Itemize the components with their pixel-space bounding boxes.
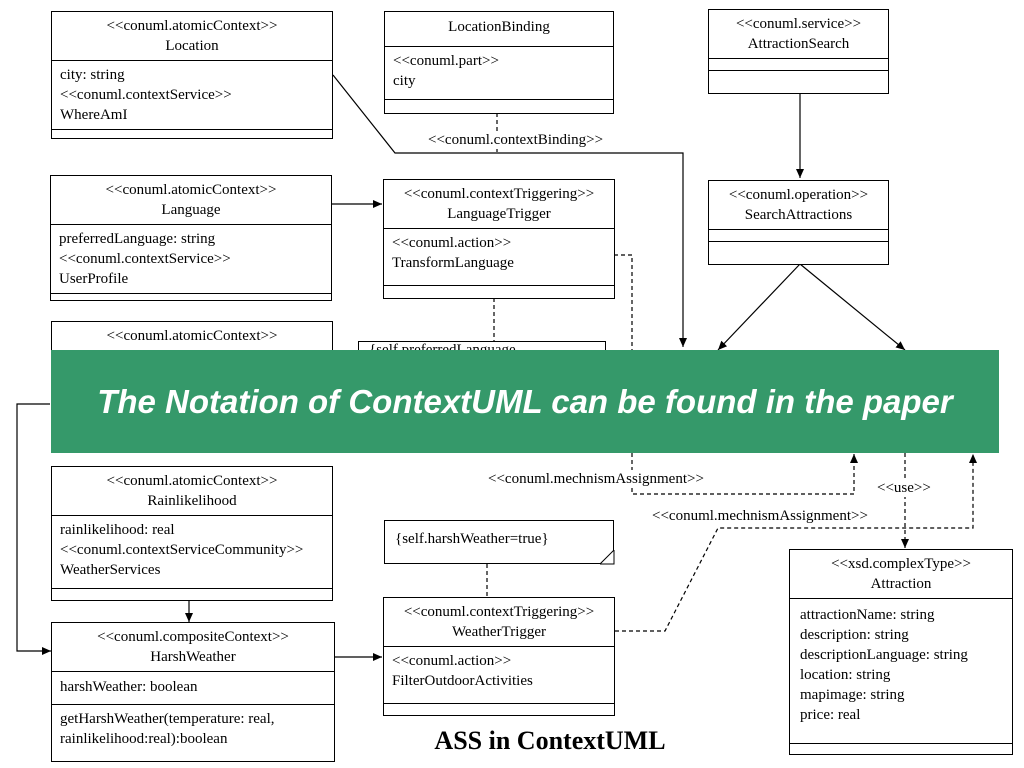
language-attr: <<conuml.contextService>> <box>59 251 231 267</box>
language-name: Language <box>161 202 221 218</box>
language-attr: preferredLanguage: string <box>59 231 216 247</box>
location-binding-name: LocationBinding <box>448 19 550 35</box>
attraction-attr: price: real <box>800 707 861 723</box>
attraction-attr: attractionName: string <box>800 607 935 623</box>
location-attr: <<conuml.contextService>> <box>60 87 232 103</box>
attraction-attr: mapimage: string <box>800 687 905 703</box>
harsh-weather-stereotype: <<conuml.compositeContext>> <box>97 629 289 645</box>
harsh-weather-attr: harshWeather: boolean <box>60 679 198 695</box>
mech-assign-1-connector <box>631 453 858 495</box>
language-trigger-class: <<conuml.contextTriggering>> LanguageTrig… <box>383 179 615 299</box>
search-attractions-stereotype: <<conuml.operation>> <box>728 187 869 203</box>
language-trigger-attr: <<conuml.action>> <box>392 235 512 251</box>
mechanism-assignment-label: <<conuml.mechnismAssignment>> <box>487 470 705 488</box>
location-stereotype: <<conuml.atomicContext>> <box>106 18 278 34</box>
rainlikelihood-class: <<conuml.atomicContext>> Rainlikelihood r… <box>51 466 333 601</box>
mechanism-assignment-label: <<conuml.mechnismAssignment>> <box>651 507 869 525</box>
harsh-note-text: {self.harshWeather=true} <box>395 531 549 547</box>
operation-right-arrow <box>799 263 906 351</box>
language-trigger-dashed <box>614 254 633 350</box>
attraction-search-class: <<conuml.service>> AttractionSearch <box>708 9 889 94</box>
harsh-weather-name: HarshWeather <box>150 649 236 665</box>
harsh-weather-constraint-note: {self.harshWeather=true} <box>384 520 614 564</box>
weather-trigger-stereotype: <<conuml.contextTriggering>> <box>403 604 595 620</box>
harsh-weather-op: getHarshWeather(temperature: real, <box>60 711 275 727</box>
weather-trigger-attr: FilterOutdoorActivities <box>392 673 533 689</box>
location-binding-attr: city <box>393 73 416 89</box>
location-attr: WhereAmI <box>60 107 128 123</box>
location-binding-class: LocationBinding <<conuml.part>> city <box>384 11 614 114</box>
language-trigger-attr: TransformLanguage <box>392 255 514 271</box>
attraction-class: <<xsd.complexType>> Attraction attraction… <box>789 549 1013 755</box>
harsh-weather-op: rainlikelihood:real):boolean <box>60 731 228 747</box>
location-binding-connector <box>332 74 687 347</box>
harsh-weather-class: <<conuml.compositeContext>>HarshWeather … <box>51 622 335 762</box>
rainlikelihood-attr: <<conuml.contextServiceCommunity>> <box>60 542 304 558</box>
operation-left-arrow <box>717 263 801 351</box>
attraction-attr: descriptionLanguage: string <box>800 647 968 663</box>
location-class: <<conuml.atomicContext>> Location city: s… <box>51 11 333 139</box>
attraction-search-stereotype: <<conuml.service>> <box>735 16 862 32</box>
rainlikelihood-attr: rainlikelihood: real <box>60 522 175 538</box>
location-name: Location <box>165 38 219 54</box>
language-class: <<conuml.atomicContext>> Language preferr… <box>50 175 332 301</box>
language-trigger-name: LanguageTrigger <box>447 206 551 222</box>
location-binding-attr: <<conuml.part>> <box>393 53 499 69</box>
search-attractions-name: SearchAttractions <box>744 207 853 223</box>
context-left-connector <box>16 403 51 655</box>
rainlikelihood-stereotype: <<conuml.atomicContext>> <box>106 473 278 489</box>
context-binding-label: <<conuml.contextBinding>> <box>427 131 605 149</box>
location-attr: city: string <box>60 67 125 83</box>
language-attr: UserProfile <box>59 271 129 287</box>
attraction-search-name: AttractionSearch <box>747 36 850 52</box>
rainlikelihood-name: Rainlikelihood <box>147 493 237 509</box>
language-stereotype: <<conuml.atomicContext>> <box>105 182 277 198</box>
language-trigger-stereotype: <<conuml.contextTriggering>> <box>403 186 595 202</box>
weather-trigger-class: <<conuml.contextTriggering>> WeatherTrigg… <box>383 597 615 716</box>
note-fold-icon <box>600 550 615 565</box>
banner-text: The Notation of ContextUML can be found … <box>97 382 953 420</box>
attraction-attr: location: string <box>800 667 891 683</box>
hidden-context-stereotype: <<conuml.atomicContext>> <box>106 328 278 344</box>
rainlikelihood-attr: WeatherServices <box>60 562 161 578</box>
weather-trigger-name: WeatherTrigger <box>451 624 547 640</box>
weather-trigger-attr: <<conuml.action>> <box>392 653 512 669</box>
attraction-stereotype: <<xsd.complexType>> <box>831 556 971 572</box>
use-label: <<use>> <box>876 479 932 497</box>
slide-title: ASS in ContextUML <box>434 726 666 755</box>
attraction-name: Attraction <box>870 576 932 592</box>
attraction-attr: description: string <box>800 627 909 643</box>
search-attractions-operation: <<conuml.operation>> SearchAttractions <box>708 180 889 265</box>
notation-banner: The Notation of ContextUML can be found … <box>51 350 999 453</box>
